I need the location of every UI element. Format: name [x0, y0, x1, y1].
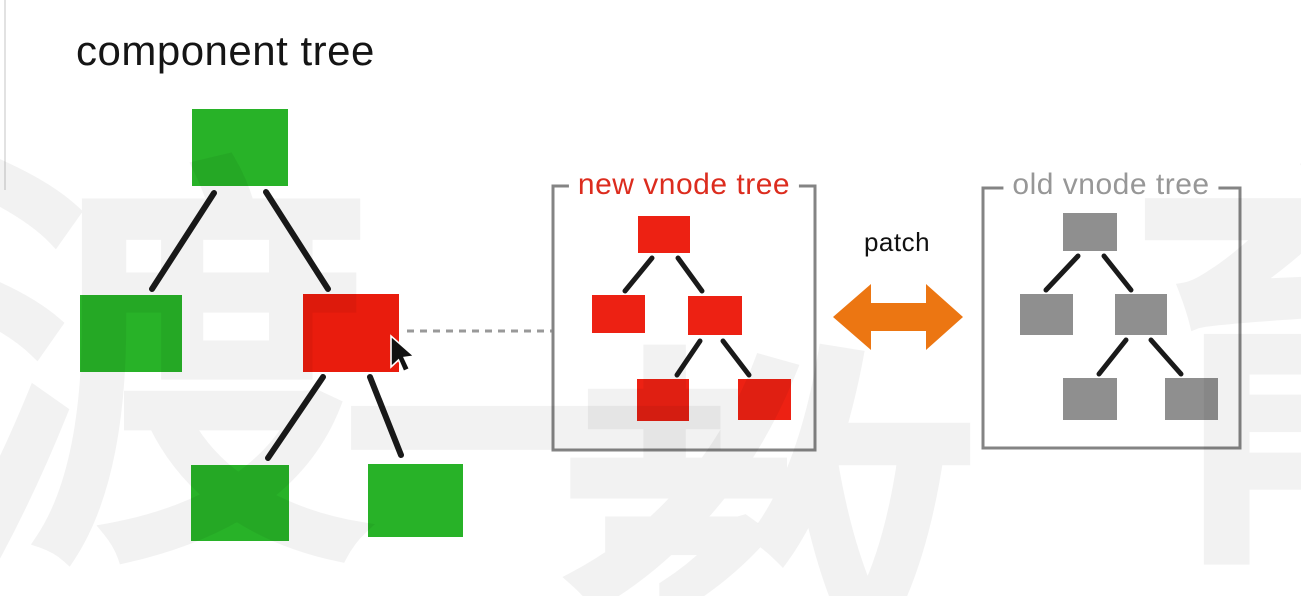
tree-edge: [367, 374, 404, 458]
new-vnode-tree: [551, 184, 817, 452]
new-vnode-root: [638, 216, 690, 253]
component-node-grandchild-right-green: [368, 464, 463, 537]
old-vnode-tree-label: old vnode tree: [1003, 168, 1219, 202]
vnode-edge: [1148, 337, 1184, 377]
component-tree: [80, 109, 463, 541]
mouse-cursor-icon: [390, 334, 416, 373]
patch-label: patch: [863, 227, 931, 257]
old-vnode-grandchild-right: [1165, 378, 1218, 420]
component-node-left-green: [80, 295, 182, 372]
old-vnode-right: [1115, 294, 1167, 335]
old-vnode-root: [1063, 213, 1117, 251]
vnode-edge: [622, 255, 655, 294]
old-vnode-grandchild-left: [1063, 378, 1117, 420]
vnode-edge: [1101, 253, 1134, 293]
vnode-edge: [675, 255, 705, 294]
tree-edge: [263, 189, 331, 292]
new-vnode-tree-label: new vnode tree: [568, 168, 800, 202]
tree-edge: [265, 374, 326, 461]
tree-edge: [149, 190, 217, 292]
old-vnode-tree: [981, 186, 1242, 450]
vnode-edge: [1096, 337, 1129, 377]
page-title: component tree: [76, 27, 375, 74]
vnode-edge: [674, 338, 703, 378]
new-vnode-grandchild-right: [738, 379, 791, 420]
component-node-root-green: [192, 109, 288, 186]
left-edge-divider: [4, 0, 6, 190]
old-vnode-left: [1020, 294, 1073, 335]
component-node-changed-red: [303, 294, 399, 372]
patch-double-arrow-icon: [833, 284, 963, 350]
new-vnode-right: [688, 296, 742, 335]
vnode-edge: [1043, 253, 1081, 293]
new-vnode-grandchild-left: [637, 379, 689, 421]
new-vnode-left: [592, 295, 645, 333]
component-node-grandchild-left-green: [191, 465, 289, 541]
vnode-edge: [720, 338, 752, 378]
